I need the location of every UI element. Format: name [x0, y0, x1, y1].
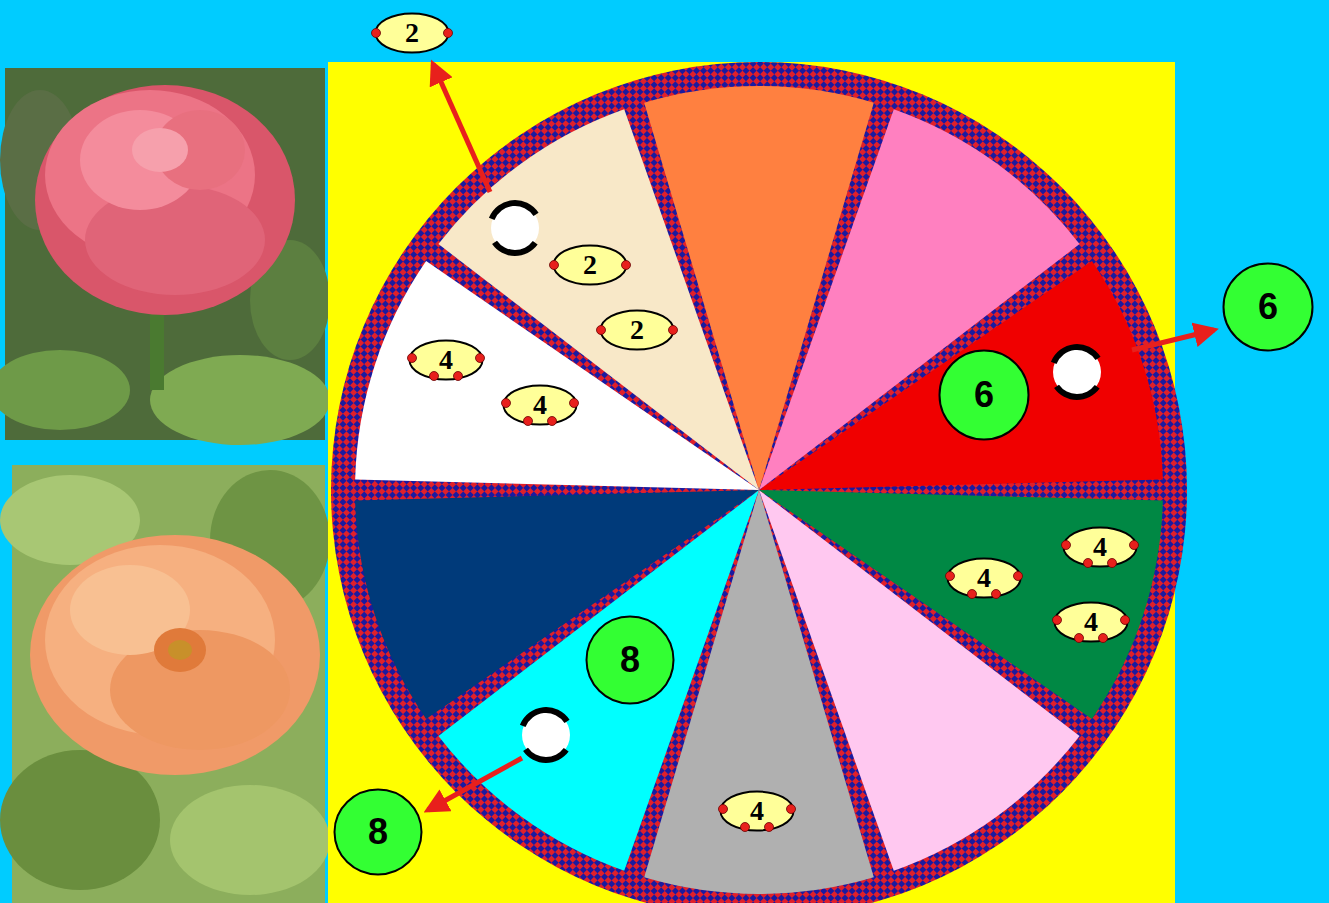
number-token: 4: [502, 384, 578, 426]
outline: [721, 792, 794, 831]
spinner: [1051, 344, 1101, 400]
token-dot: [765, 823, 774, 832]
token-dot: [787, 805, 796, 814]
outline: [587, 617, 674, 704]
number-token: 2: [599, 309, 675, 351]
wheel-rim: [331, 62, 1187, 903]
number-text: 4: [1093, 533, 1107, 561]
token-dot: [408, 354, 417, 363]
token-dot: [1108, 559, 1117, 568]
number-text: 4: [533, 391, 547, 419]
token-dot: [1014, 572, 1023, 581]
spinner-mark: [523, 748, 569, 763]
number-text: 4: [977, 564, 991, 592]
number-text: 4: [750, 797, 764, 825]
number-text: 6: [1258, 289, 1278, 325]
number-text: 4: [439, 346, 453, 374]
spinner: [520, 707, 570, 763]
outline: [410, 341, 483, 380]
number-circle: 8: [585, 615, 675, 705]
number-token: 4: [946, 557, 1022, 599]
spinner-mark: [489, 200, 539, 220]
number-token: 2: [552, 244, 628, 286]
leader-arrows: [428, 64, 1214, 810]
leader-arrow: [1132, 330, 1214, 350]
token-dot: [946, 572, 955, 581]
token-dot: [570, 399, 579, 408]
number-text: 2: [583, 251, 597, 279]
number-circle: 8: [333, 788, 423, 876]
rose-photo: [0, 68, 330, 445]
outline: [1064, 528, 1137, 567]
token-dot: [719, 805, 728, 814]
number-text: 8: [368, 814, 388, 850]
wheel-segment: [355, 261, 759, 490]
spinner: [489, 200, 539, 256]
token-dot: [669, 326, 678, 335]
number-token: 2: [374, 12, 450, 54]
outline: [1055, 603, 1128, 642]
wheel-segments: [355, 86, 1163, 894]
token-dot: [1130, 541, 1139, 550]
token-dot: [1121, 616, 1130, 625]
token-dot: [476, 354, 485, 363]
number-circle: 6: [938, 349, 1030, 441]
number-text: 2: [405, 19, 419, 47]
number-token: 4: [408, 339, 484, 381]
token-dot: [430, 372, 439, 381]
token-dot: [622, 261, 631, 270]
number-text: 6: [974, 377, 994, 413]
token-dot: [1062, 541, 1071, 550]
outline: [335, 790, 422, 875]
outline: [601, 311, 674, 350]
token-dot: [1099, 634, 1108, 643]
token-dot: [372, 29, 381, 38]
number-text: 4: [1084, 608, 1098, 636]
token-dot: [741, 823, 750, 832]
token-dot: [550, 261, 559, 270]
number-token: 4: [719, 790, 795, 832]
number-token: 4: [1053, 601, 1129, 643]
outline: [504, 386, 577, 425]
spinner-mark: [1054, 385, 1100, 400]
outline: [948, 559, 1021, 598]
token-dot: [524, 417, 533, 426]
number-circle: 6: [1222, 262, 1314, 352]
rose-photo: [0, 465, 330, 903]
token-dot: [548, 417, 557, 426]
token-dot: [992, 590, 1001, 599]
token-dot: [1084, 559, 1093, 568]
number-text: 8: [620, 642, 640, 678]
token-dot: [597, 326, 606, 335]
token-dot: [1075, 634, 1084, 643]
token-dot: [968, 590, 977, 599]
token-dot: [444, 29, 453, 38]
leader-arrow: [428, 758, 522, 810]
token-dot: [454, 372, 463, 381]
token-dot: [502, 399, 511, 408]
number-token: 4: [1062, 526, 1138, 568]
outline: [554, 246, 627, 285]
leader-arrow: [433, 64, 490, 192]
spinner-mark: [492, 241, 538, 256]
spinner-mark: [1051, 344, 1101, 364]
outline: [376, 14, 449, 53]
token-dot: [1053, 616, 1062, 625]
outline: [940, 351, 1029, 440]
wheel-segment: [759, 490, 1163, 719]
spinner-mark: [520, 707, 570, 727]
spinners: [489, 200, 1101, 763]
number-text: 2: [630, 316, 644, 344]
outline: [1224, 264, 1313, 351]
